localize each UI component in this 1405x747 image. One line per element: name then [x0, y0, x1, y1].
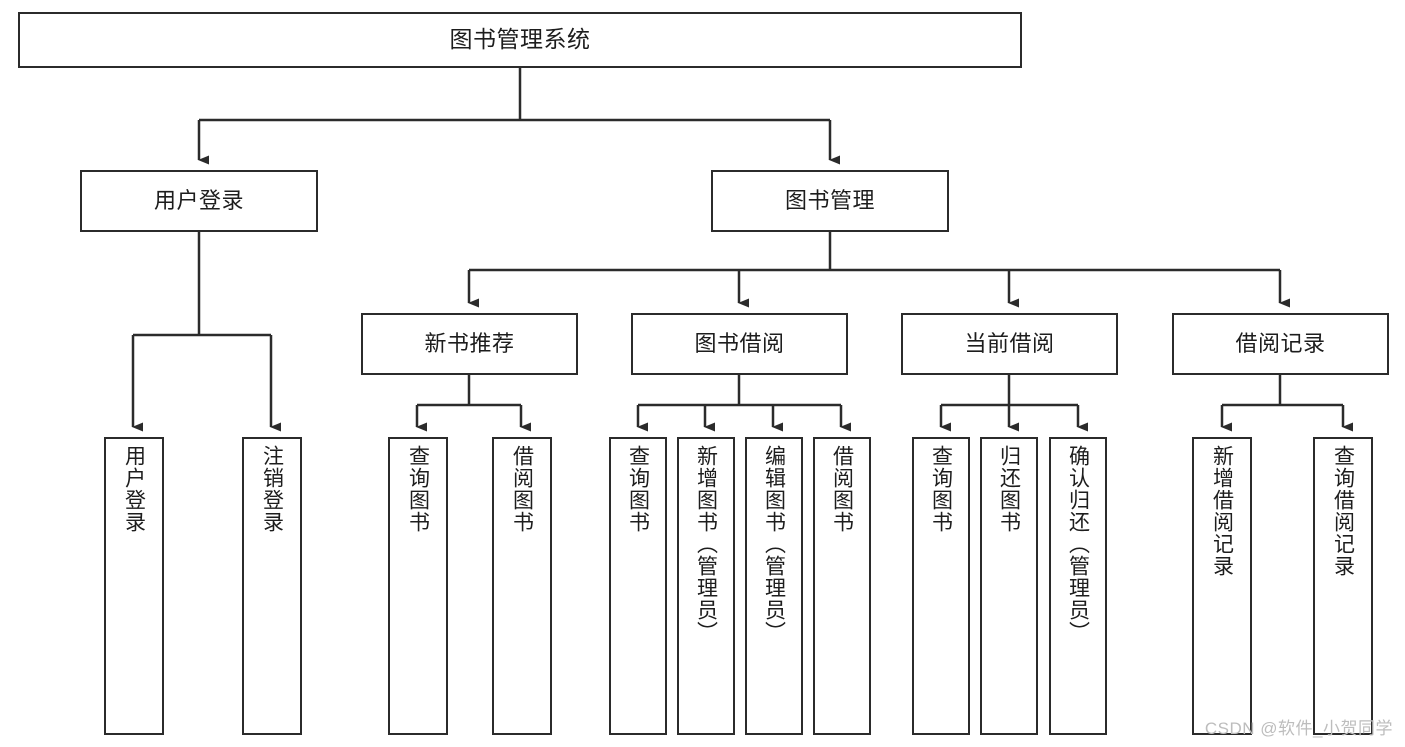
node-leaf-user-login[interactable]: 用户登录: [104, 437, 164, 735]
node-leaf-confirm-return-label: 确认归还（管理员）: [1066, 445, 1090, 643]
node-borrow-record[interactable]: 借阅记录: [1172, 313, 1389, 375]
node-leaf-query-borrow-record-label: 查询借阅记录: [1331, 445, 1355, 577]
node-leaf-confirm-return[interactable]: 确认归还（管理员）: [1049, 437, 1107, 735]
node-leaf-add-book-label: 新增图书（管理员）: [694, 445, 718, 643]
node-leaf-borrow-book-1-label: 借阅图书: [510, 445, 534, 533]
node-leaf-query-book-3-label: 查询图书: [929, 445, 953, 533]
node-leaf-add-book[interactable]: 新增图书（管理员）: [677, 437, 735, 735]
node-leaf-query-book-2-label: 查询图书: [626, 445, 650, 533]
node-user-login[interactable]: 用户登录: [80, 170, 318, 232]
node-leaf-borrow-book-2-label: 借阅图书: [830, 445, 854, 533]
node-leaf-query-book-1-label: 查询图书: [406, 445, 430, 533]
node-leaf-user-login-label: 用户登录: [122, 445, 146, 533]
node-leaf-query-book-1[interactable]: 查询图书: [388, 437, 448, 735]
node-book-borrow[interactable]: 图书借阅: [631, 313, 848, 375]
node-leaf-query-borrow-record[interactable]: 查询借阅记录: [1313, 437, 1373, 735]
node-new-book-recommend[interactable]: 新书推荐: [361, 313, 578, 375]
node-leaf-logout-login-label: 注销登录: [260, 445, 284, 533]
node-leaf-add-borrow-record[interactable]: 新增借阅记录: [1192, 437, 1252, 735]
node-leaf-return-book[interactable]: 归还图书: [980, 437, 1038, 735]
node-leaf-return-book-label: 归还图书: [997, 445, 1021, 533]
node-book-management[interactable]: 图书管理: [711, 170, 949, 232]
node-user-login-label: 用户登录: [153, 187, 244, 213]
csdn-watermark: CSDN @软件_小贺同学: [1204, 719, 1393, 738]
node-book-borrow-label: 图书借阅: [694, 330, 785, 356]
node-leaf-borrow-book-1[interactable]: 借阅图书: [492, 437, 552, 735]
node-leaf-edit-book-label: 编辑图书（管理员）: [762, 445, 786, 643]
node-leaf-borrow-book-2[interactable]: 借阅图书: [813, 437, 871, 735]
node-new-book-recommend-label: 新书推荐: [424, 330, 515, 356]
node-root-book-management-system[interactable]: 图书管理系统: [18, 12, 1022, 68]
node-leaf-query-book-2[interactable]: 查询图书: [609, 437, 667, 735]
node-borrow-record-label: 借阅记录: [1235, 330, 1326, 356]
node-leaf-edit-book[interactable]: 编辑图书（管理员）: [745, 437, 803, 735]
node-current-borrow[interactable]: 当前借阅: [901, 313, 1118, 375]
node-book-management-label: 图书管理: [784, 187, 875, 213]
node-leaf-add-borrow-record-label: 新增借阅记录: [1210, 445, 1234, 577]
node-leaf-query-book-3[interactable]: 查询图书: [912, 437, 970, 735]
node-current-borrow-label: 当前借阅: [964, 330, 1055, 356]
node-leaf-logout-login[interactable]: 注销登录: [242, 437, 302, 735]
node-root-label: 图书管理系统: [449, 26, 591, 53]
